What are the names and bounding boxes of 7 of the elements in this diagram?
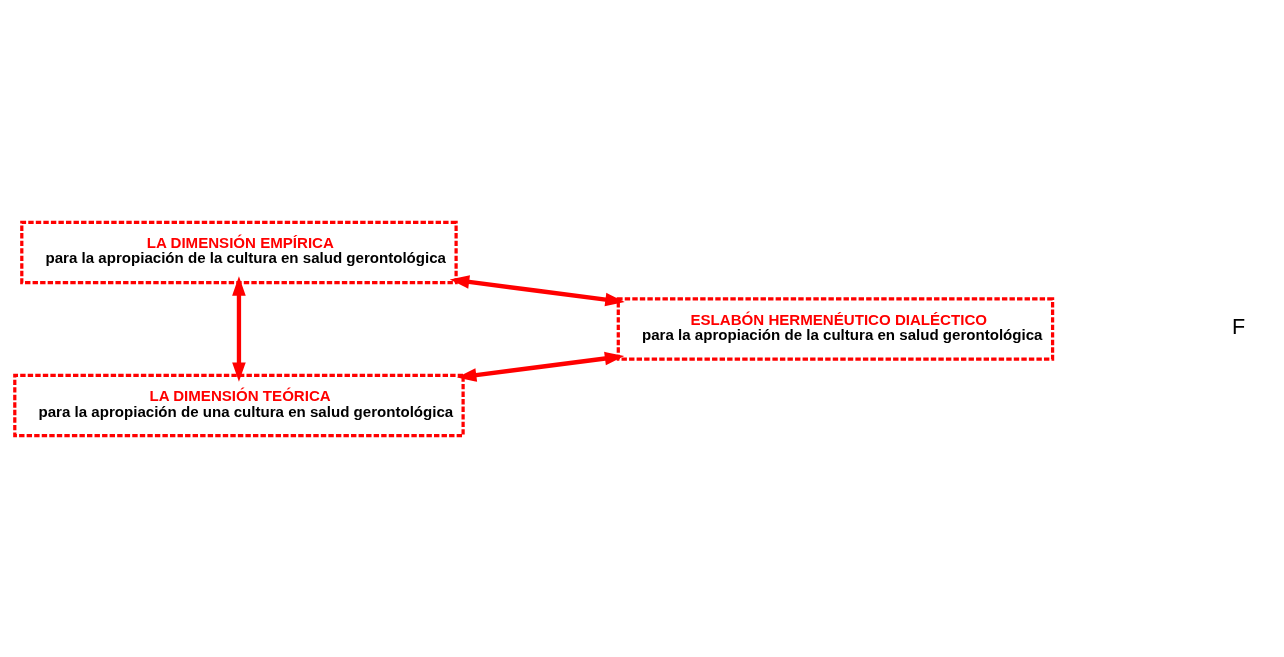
arrow bbox=[232, 275, 246, 382]
arrow bbox=[456, 351, 625, 382]
label: F bbox=[1231, 313, 1246, 339]
arrow bbox=[449, 274, 625, 306]
node-box: LA DIMENSIÓN TEÓRICA para la apropiación de una cultura en salud gerontológica bbox=[13, 373, 465, 437]
node-box: ESLABÓN HERMENÉUTICO DIALÉCTICO para la apropiación de la cultura en salud gerontológica bbox=[616, 296, 1055, 361]
node-box: LA DIMENSIÓN EMPÍRICA para la apropiación de la cultura en salud gerontológica bbox=[20, 220, 458, 284]
